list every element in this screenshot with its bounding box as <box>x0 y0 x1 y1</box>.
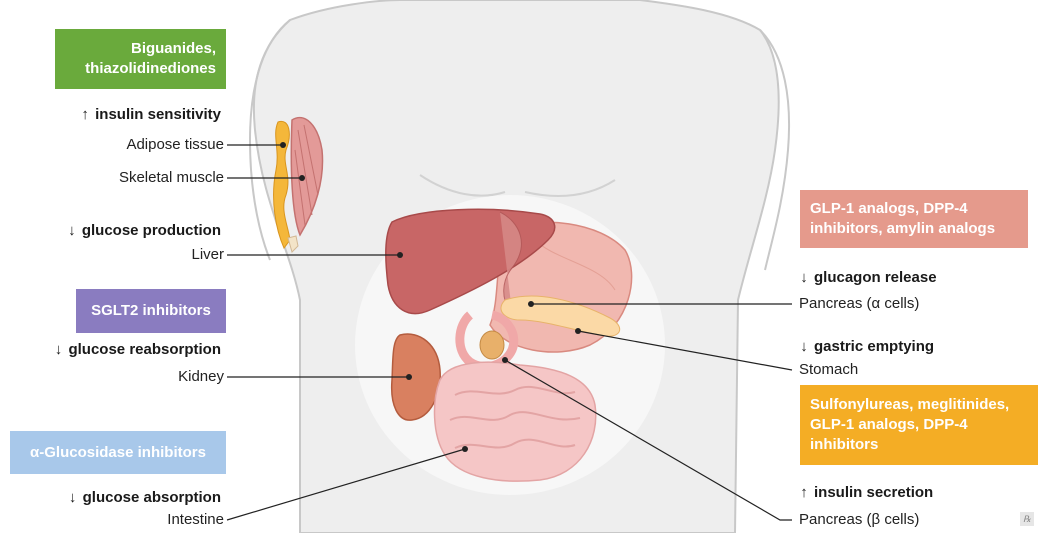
arrow-down-icon: ↓ <box>66 222 78 240</box>
effect-glucose-reabsorption: ↓glucose reabsorption <box>52 341 221 359</box>
effect-glucagon-release: ↓glucagon release <box>798 269 937 287</box>
gallbladder <box>480 331 504 359</box>
effect-text: glucose absorption <box>83 489 221 506</box>
alpha-glucosidase-box: α-Glucosidase inhibitors <box>10 431 226 474</box>
arrow-down-icon: ↓ <box>67 489 79 507</box>
arrow-up-icon: ↑ <box>79 106 91 124</box>
intestines <box>435 362 596 481</box>
effect-glucose-absorption: ↓glucose absorption <box>67 489 221 507</box>
effect-text: insulin sensitivity <box>95 106 221 123</box>
adipose-tissue <box>274 121 290 248</box>
arrow-down-icon: ↓ <box>798 269 810 287</box>
arrow-down-icon: ↓ <box>798 338 810 356</box>
rx-logo-icon: ℞ <box>1020 512 1034 526</box>
effect-text: insulin secretion <box>814 484 933 501</box>
effect-insulin-secretion: ↑insulin secretion <box>798 484 933 502</box>
effect-glucose-production: ↓glucose production <box>66 222 221 240</box>
sglt2-box: SGLT2 inhibitors <box>76 289 226 333</box>
organ-intestine: Intestine <box>167 511 224 529</box>
organ-skeletal-muscle: Skeletal muscle <box>119 169 224 187</box>
organ-kidney: Kidney <box>178 368 224 386</box>
effect-text: glucose reabsorption <box>68 341 221 358</box>
effect-gastric-emptying: ↓gastric emptying <box>798 338 934 356</box>
effect-text: gastric emptying <box>814 338 934 355</box>
effect-text: glucose production <box>82 222 221 239</box>
biguanides-box: Biguanides, thiazolidinediones <box>55 29 226 89</box>
organ-pancreas-beta: Pancreas (β cells) <box>799 511 919 529</box>
effect-text: glucagon release <box>814 269 937 286</box>
organ-stomach: Stomach <box>799 361 858 379</box>
glp1-box: GLP-1 analogs, DPP-4 inhibitors, amylin … <box>800 190 1028 248</box>
effect-insulin-sensitivity: ↑insulin sensitivity <box>79 106 221 124</box>
arrow-up-icon: ↑ <box>798 484 810 502</box>
sulfonylureas-box: Sulfonylureas, meglitinides, GLP-1 analo… <box>800 385 1038 465</box>
arrow-down-icon: ↓ <box>52 341 64 359</box>
organ-pancreas-alpha: Pancreas (α cells) <box>799 295 919 313</box>
organ-liver: Liver <box>191 246 224 264</box>
organ-adipose-tissue: Adipose tissue <box>126 136 224 154</box>
